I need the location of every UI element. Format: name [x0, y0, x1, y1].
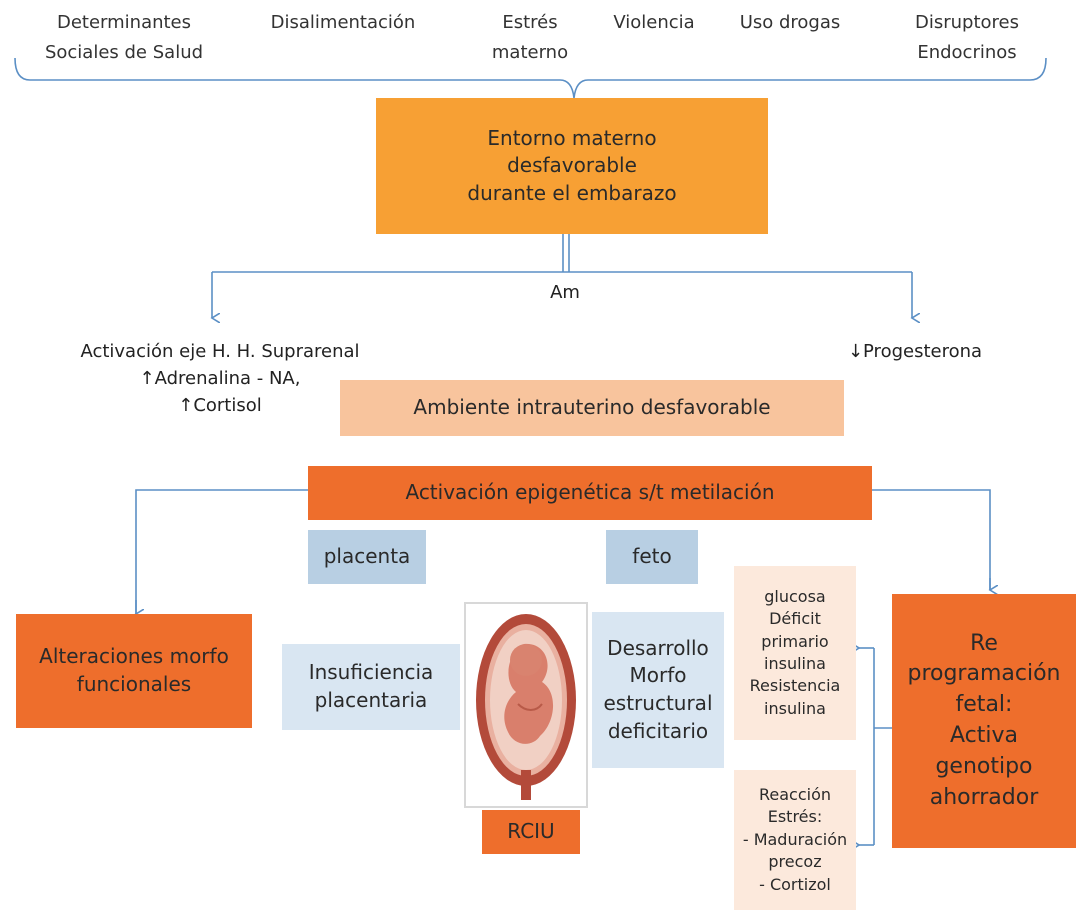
activacion-epigenetica-box: Activación epigenética s/t metilación [308, 466, 872, 520]
factor-violencia: Violencia [602, 8, 706, 38]
feto-box: feto [606, 530, 698, 584]
rciu-box: RCIU [482, 810, 580, 854]
ambiente-intrauterino-box: Ambiente intrauterino desfavorable [340, 380, 844, 436]
factor-uso-drogas: Uso drogas [728, 8, 852, 38]
am-label: Am [530, 282, 600, 303]
placenta-box: placenta [308, 530, 426, 584]
progesterona-effect: ↓Progesterona [820, 338, 1010, 365]
factor-disalimentacion: Disalimentación [258, 8, 428, 38]
fetus-in-uterus-image [464, 602, 588, 808]
